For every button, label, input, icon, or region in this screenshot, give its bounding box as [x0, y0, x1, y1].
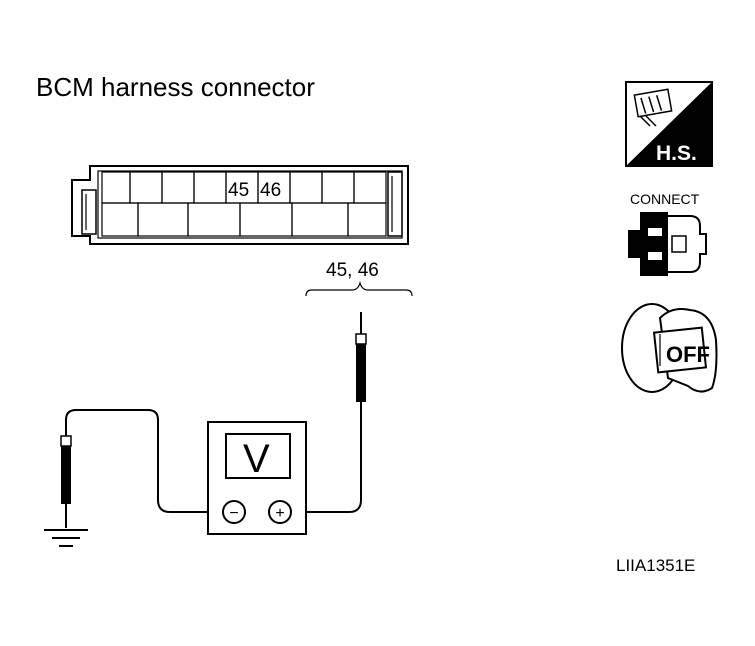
ground-symbol: [44, 529, 88, 547]
harness-side-icon: H.S.: [625, 81, 713, 167]
diagram-title: BCM harness connector: [36, 72, 315, 102]
pin-46-label: 46: [260, 180, 281, 201]
positive-probe: [296, 312, 367, 513]
probe-pins-label: 45, 46: [326, 260, 379, 281]
connect-icon: CONNECT: [628, 191, 707, 276]
probe-brace: [305, 280, 413, 297]
ignition-off-icon: OFF: [621, 303, 718, 393]
pin-45-label: 45: [228, 180, 249, 201]
figure-code: LIIA1351E: [616, 556, 695, 575]
voltmeter-display: V: [243, 437, 270, 481]
bcm-connector: 45 46: [71, 165, 409, 245]
negative-terminal: −: [229, 505, 238, 522]
ignition-off-label: OFF: [666, 342, 710, 367]
hs-label: H.S.: [656, 142, 697, 165]
connect-label: CONNECT: [630, 191, 700, 207]
voltmeter: V − +: [207, 421, 307, 535]
negative-probe: [60, 409, 222, 528]
positive-terminal: +: [275, 505, 284, 522]
